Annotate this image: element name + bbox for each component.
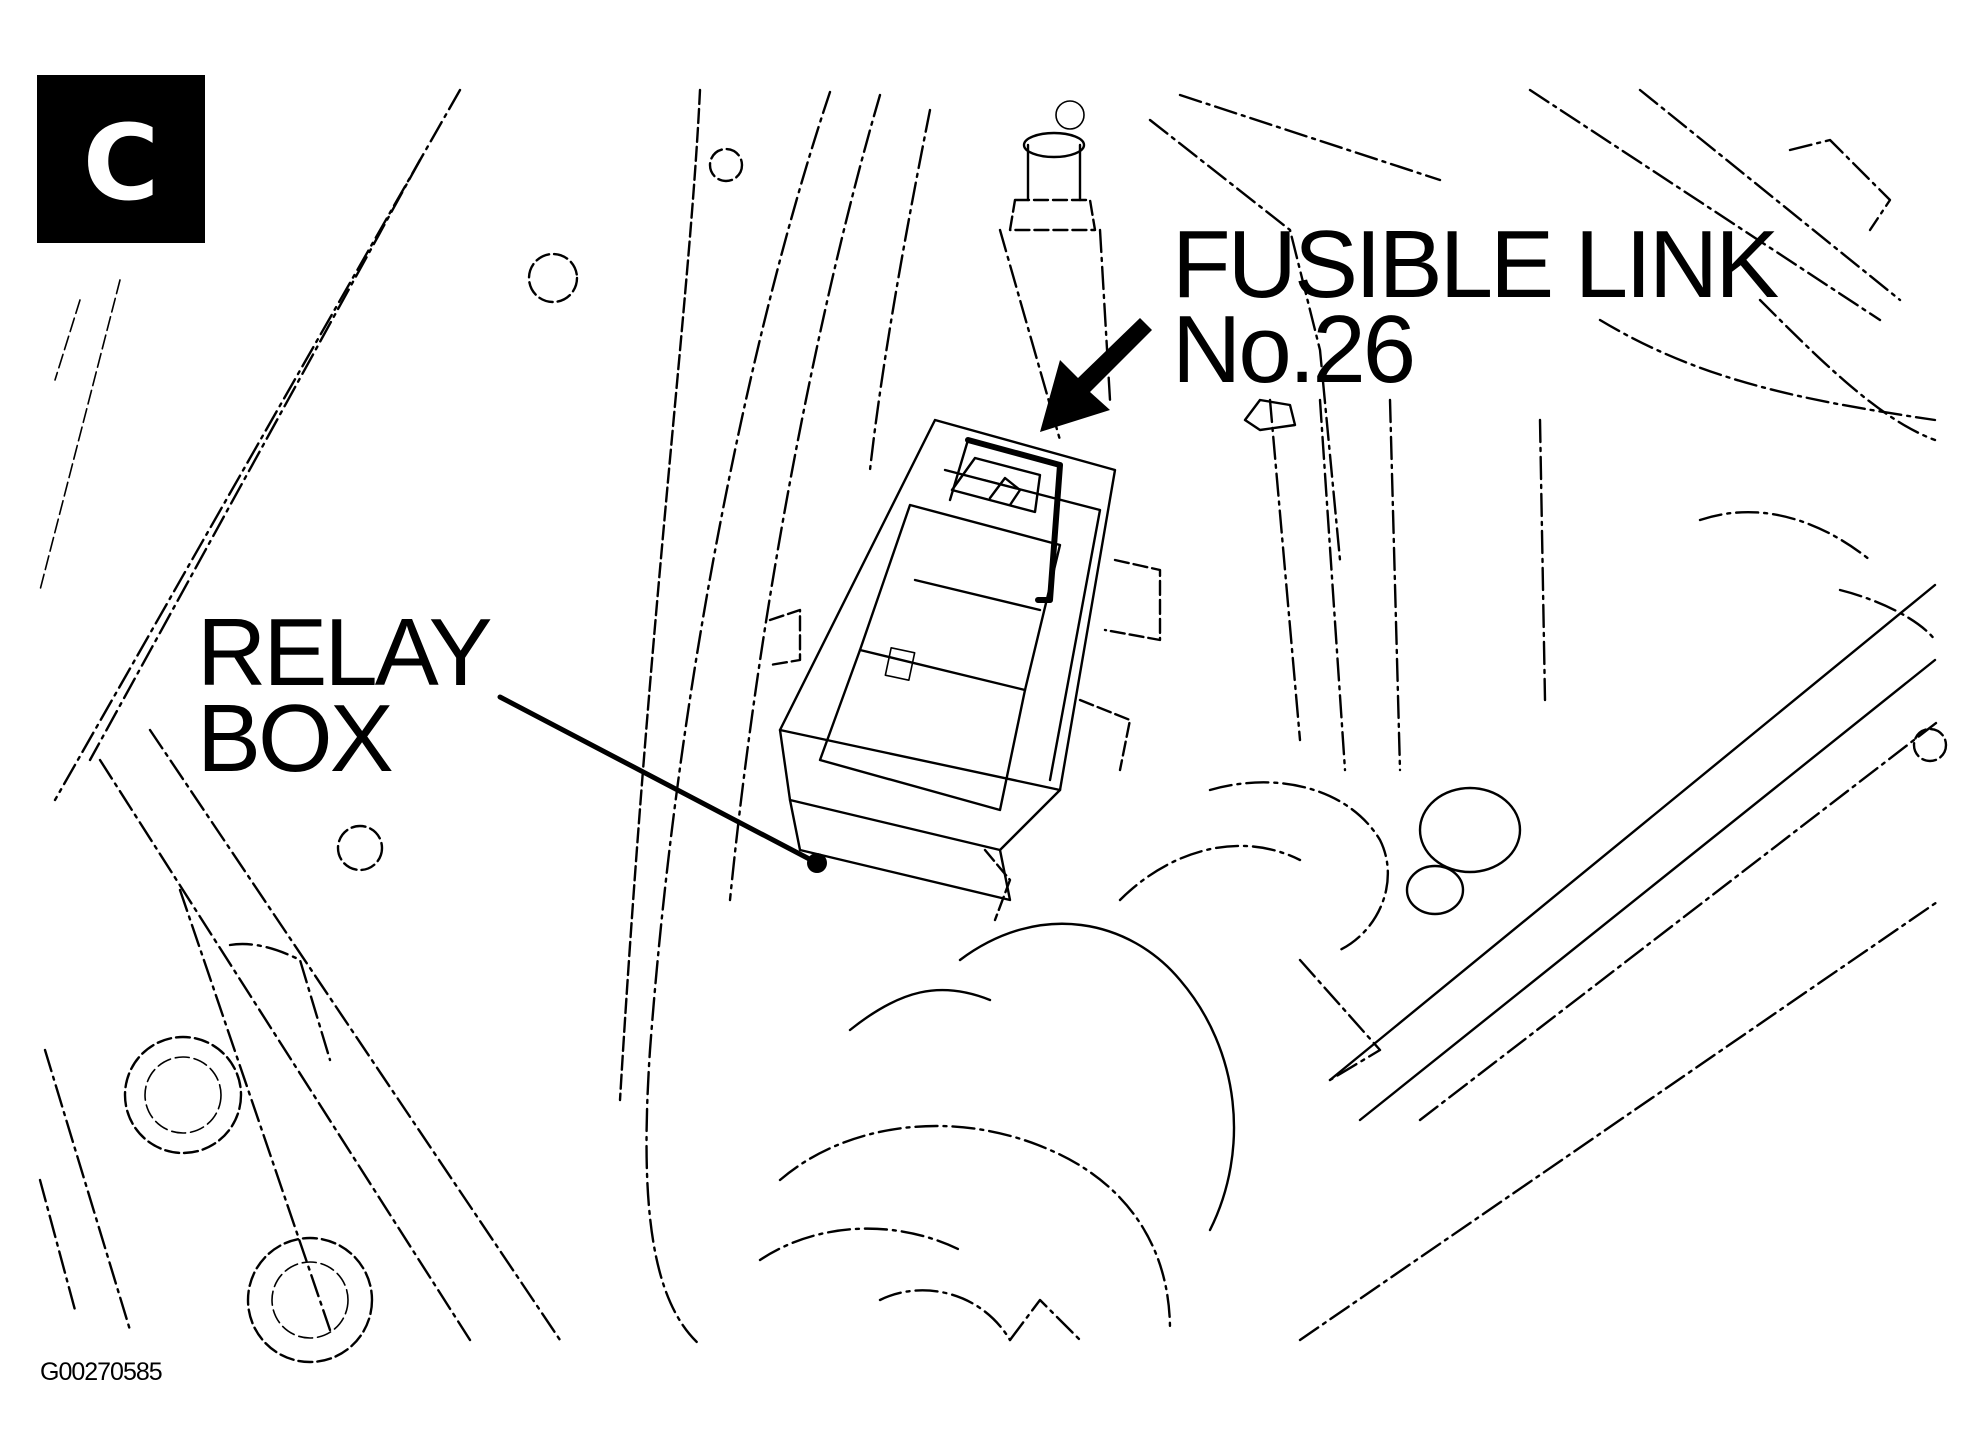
bolt-hole <box>144 1056 222 1134</box>
fusible-link-terminal <box>984 479 1016 489</box>
hose <box>778 1124 1172 1332</box>
relay-box-tab <box>1103 558 1162 642</box>
relay-box-base <box>788 798 1012 902</box>
hose <box>878 1289 1012 1342</box>
bolt-hole <box>271 1261 349 1339</box>
connector <box>1405 864 1465 916</box>
right-structure <box>1148 118 1342 562</box>
connector-body <box>1298 958 1382 1082</box>
fusible-link <box>948 437 1063 603</box>
left-panel-edge <box>88 158 422 762</box>
fusible-link-label-line1: FUSIBLE LINK <box>1172 211 1778 318</box>
fusible-link-label-line2: No.26 <box>1172 296 1413 403</box>
engine-bay-line-art <box>38 88 1948 1364</box>
bolt-hole <box>708 147 744 183</box>
stud <box>1243 398 1297 432</box>
right-structure <box>1638 88 1902 302</box>
right-structure <box>1268 398 1302 742</box>
bolt-hole <box>123 1035 243 1155</box>
relay-box-leader-line <box>497 694 818 865</box>
section-badge-background <box>37 75 205 243</box>
bolt-hole <box>527 252 579 304</box>
relay-box-tab <box>1078 698 1132 772</box>
right-structure <box>1528 88 1882 322</box>
bolt-hole <box>246 1236 374 1364</box>
left-panel-edge <box>39 279 121 591</box>
right-structure <box>1758 298 1937 442</box>
bolt-stud <box>1026 143 1082 202</box>
relay-box-leader-dot <box>807 853 827 873</box>
right-structure <box>1788 138 1892 232</box>
figure-code: G00270585 <box>40 1358 162 1386</box>
relay-box-clip <box>884 647 916 681</box>
bolt-stud-top <box>1055 100 1085 130</box>
battery-tray <box>1328 583 1937 1082</box>
bolt-stud-nut <box>1008 198 1097 232</box>
hose <box>848 988 992 1032</box>
left-panel-edge <box>54 299 81 381</box>
right-structure <box>1838 588 1937 642</box>
fusible-link-callout: FUSIBLE LINK No.26 <box>1040 211 1781 432</box>
right-structure <box>1178 93 1442 182</box>
section-badge: C <box>37 75 205 243</box>
frame-rail <box>98 758 472 1342</box>
connector-body <box>1208 781 1390 952</box>
left-panel-edge <box>53 88 462 802</box>
relay-box-tab <box>768 608 802 667</box>
right-grommet <box>1912 727 1948 763</box>
frame-rail <box>43 1048 132 1332</box>
harness-channel <box>645 90 832 1347</box>
fusible-link-body <box>965 437 1063 603</box>
right-structure <box>1538 418 1547 702</box>
relay-box-callout: RELAY BOX <box>197 599 827 873</box>
relay-box <box>768 418 1162 922</box>
connector <box>1418 786 1522 874</box>
section-badge-letter: C <box>83 102 159 224</box>
fusible-link-body <box>950 456 1042 514</box>
right-structure <box>1318 398 1347 772</box>
hose <box>758 1227 962 1262</box>
fusible-link-terminal <box>988 476 1022 507</box>
right-structure <box>1388 398 1402 772</box>
relay-box-tab <box>983 848 1012 922</box>
right-structure <box>1698 510 1872 562</box>
relay-box-lid <box>913 578 1042 612</box>
bolt-stud-cap <box>1022 131 1086 159</box>
hose <box>1008 1298 1082 1342</box>
bolt-hole <box>336 824 384 872</box>
relay-box-lid <box>818 648 1027 812</box>
frame-rail <box>178 888 332 1332</box>
relay-box-label-line2: BOX <box>197 685 393 792</box>
hose <box>958 922 1236 1232</box>
battery-tray <box>1358 658 1937 1122</box>
frame-rail <box>228 942 332 1062</box>
fusible-link-arrow <box>1040 318 1152 432</box>
harness-channel <box>728 93 882 902</box>
relay-box-base <box>778 728 1062 852</box>
relay-box-label-line1: RELAY <box>197 599 491 706</box>
harness-channel <box>618 88 702 1102</box>
battery-tray <box>1298 898 1942 1342</box>
right-structure <box>1598 318 1937 422</box>
frame-rail <box>38 1178 77 1312</box>
connector-body <box>1118 844 1302 902</box>
frame-rail <box>148 728 562 1342</box>
harness-channel <box>868 108 932 472</box>
relay-box-outline <box>943 468 1102 782</box>
battery-tray <box>1418 718 1942 1122</box>
relay-box-lid <box>858 503 1062 692</box>
